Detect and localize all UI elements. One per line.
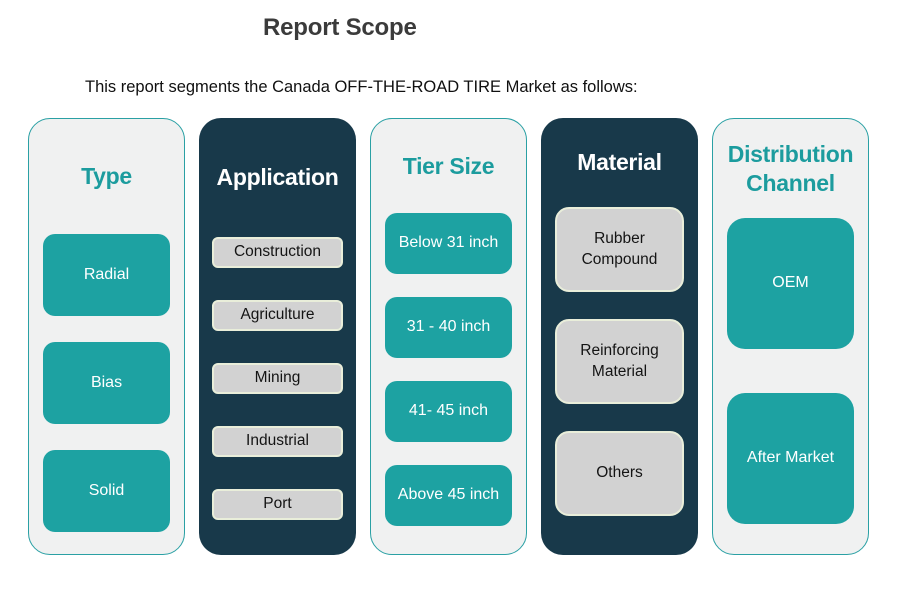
segment-box-above-45-inch: Above 45 inch [385,465,512,526]
segment-box-rubber-compound: Rubber Compound [555,207,684,292]
column-application-header: Application [216,164,339,191]
segment-columns: Type Radial Bias Solid Application Const… [28,118,869,555]
column-distribution-channel-items: OEM After Market [713,218,868,524]
column-material-items: Rubber Compound Reinforcing Material Oth… [541,207,698,516]
page-title: Report Scope [263,14,417,41]
column-distribution-channel: Distribution Channel OEM After Market [712,118,869,555]
segment-box-31-40-inch: 31 - 40 inch [385,297,512,358]
segment-box-bias: Bias [43,342,170,424]
segment-box-port: Port [212,489,343,520]
column-type: Type Radial Bias Solid [28,118,185,555]
segment-box-reinforcing-material: Reinforcing Material [555,319,684,404]
column-tier-size: Tier Size Below 31 inch 31 - 40 inch 41-… [370,118,527,555]
column-material-header: Material [577,149,662,176]
column-distribution-channel-header: Distribution Channel [727,140,854,196]
segment-box-below-31-inch: Below 31 inch [385,213,512,274]
segment-box-radial: Radial [43,234,170,316]
segment-box-mining: Mining [212,363,343,394]
column-tier-size-header: Tier Size [402,152,495,179]
subtitle-text: This report segments the Canada OFF-THE-… [85,78,638,96]
column-type-items: Radial Bias Solid [29,234,184,532]
column-application-items: Construction Agriculture Mining Industri… [199,237,356,520]
segment-box-construction: Construction [212,237,343,268]
column-type-header: Type [81,163,132,190]
column-application: Application Construction Agriculture Min… [199,118,356,555]
column-tier-size-items: Below 31 inch 31 - 40 inch 41- 45 inch A… [371,213,526,526]
segment-box-41-45-inch: 41- 45 inch [385,381,512,442]
column-material: Material Rubber Compound Reinforcing Mat… [541,118,698,555]
segment-box-others: Others [555,431,684,516]
segment-box-agriculture: Agriculture [212,300,343,331]
segment-box-solid: Solid [43,450,170,532]
segment-box-industrial: Industrial [212,426,343,457]
segment-box-after-market: After Market [727,393,854,524]
segment-box-oem: OEM [727,218,854,349]
